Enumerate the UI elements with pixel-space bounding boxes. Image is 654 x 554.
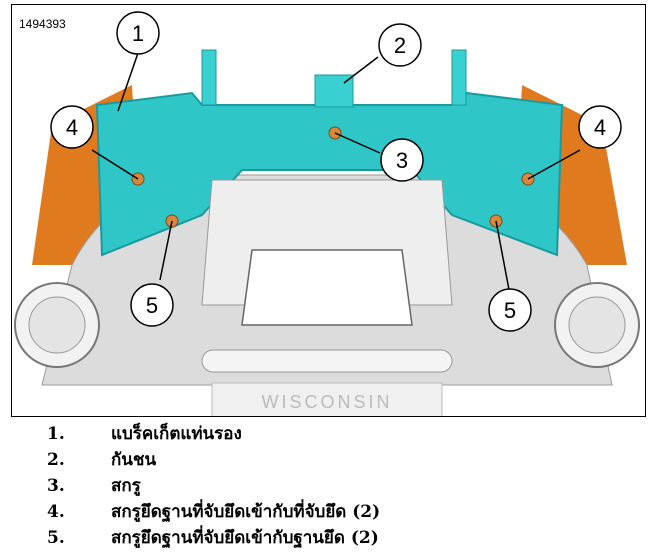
callout-5-left: 5: [146, 293, 158, 318]
bracket-post-right: [451, 49, 467, 106]
plate-mount: [241, 249, 413, 326]
callout-2: 2: [394, 33, 406, 58]
bracket-post-left: [201, 49, 217, 106]
legend-number: 1.: [47, 424, 65, 444]
parts-legend: 1. แบร็คเก็ตแท่นรอง 2. กันชน 3. สกรู 4. …: [47, 420, 607, 550]
plate-text: WISCONSIN: [261, 392, 392, 412]
callout-4-left: 4: [66, 115, 78, 140]
legend-text: แบร็คเก็ตแท่นรอง: [111, 424, 242, 444]
light-bar: [201, 349, 453, 373]
left-light-lens: [28, 296, 86, 354]
legend-text: สกรู: [111, 476, 141, 496]
legend-item: 4. สกรูยึดฐานที่จับยึดเข้ากับที่จับยึด (…: [47, 498, 607, 524]
callout-numbers: 1 2 3 4 4 5 5: [66, 21, 606, 323]
legend-item: 2. กันชน: [47, 446, 607, 472]
legend-text: กันชน: [111, 450, 157, 470]
screw-center: [328, 126, 342, 140]
legend-item: 1. แบร็คเก็ตแท่นรอง: [47, 420, 607, 446]
callout-1: 1: [132, 21, 144, 46]
figure-id: 1494393: [19, 17, 66, 31]
callout-4-right: 4: [594, 115, 606, 140]
legend-text: สกรูยึดฐานที่จับยึดเข้ากับฐานยึด (2): [111, 528, 379, 548]
parts-illustration: WISCONSIN 1 2 3: [11, 4, 646, 417]
leader-lines: [91, 52, 581, 296]
legend-number: 4.: [47, 502, 65, 522]
legend-item: 3. สกรู: [47, 472, 607, 498]
legend-item: 5. สกรูยึดฐานที่จับยึดเข้ากับฐานยึด (2): [47, 524, 607, 550]
legend-number: 2.: [47, 450, 65, 470]
legend-number: 5.: [47, 528, 65, 548]
license-plate: [211, 382, 443, 416]
legend-text: สกรูยึดฐานที่จับยึดเข้ากับที่จับยึด (2): [111, 502, 381, 522]
legend-number: 3.: [47, 476, 65, 496]
motorcycle-rear-drawing: WISCONSIN 1 2 3: [14, 11, 640, 416]
callout-3: 3: [396, 148, 408, 173]
callout-5-right: 5: [504, 298, 516, 323]
callout-circles: [50, 11, 622, 332]
right-light-lens: [568, 296, 626, 354]
